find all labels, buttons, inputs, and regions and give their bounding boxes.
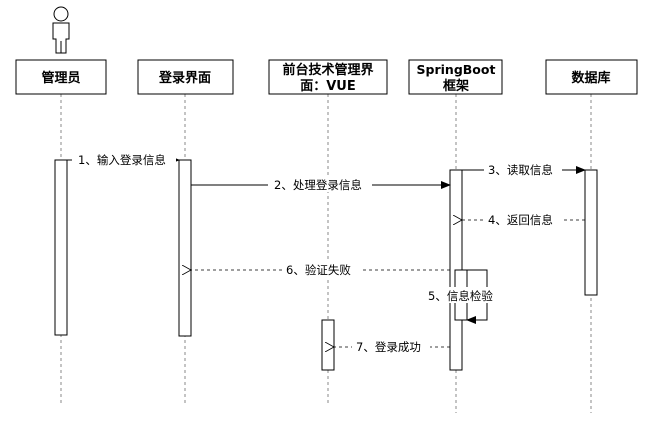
activation-frontend <box>321 319 335 371</box>
header-box-admin <box>15 59 107 95</box>
activation-database <box>584 169 598 296</box>
message-7-label: 7、登录成功 <box>356 340 421 354</box>
header-box-frontend <box>268 59 388 95</box>
header-label-frontend-line2: 面：VUE <box>300 79 356 94</box>
admin-actor-icon <box>52 6 70 54</box>
header-box-database <box>545 59 638 95</box>
message-2-label: 2、处理登录信息 <box>274 178 362 192</box>
message-3-label: 3、读取信息 <box>488 163 553 177</box>
message-6-label: 6、验证失败 <box>286 263 351 277</box>
header-label-frontend-line1: 前台技术管理界 <box>282 62 373 78</box>
header-box-springboot <box>408 59 503 95</box>
message-5-label: 5、信息检验 <box>428 289 493 303</box>
header-label-admin: 管理员 <box>41 70 80 86</box>
activation-login-ui <box>178 159 192 337</box>
message-1-label: 1、输入登录信息 <box>78 153 166 167</box>
header-label-springboot-line1: SpringBoot <box>417 62 496 77</box>
header-label-login-ui: 登录界面 <box>158 70 211 86</box>
message-4-label: 4、返回信息 <box>488 213 553 227</box>
activation-admin <box>54 159 68 336</box>
header-box-login-ui <box>137 59 234 95</box>
header-label-springboot-line2: 框架 <box>443 78 469 94</box>
header-label-database: 数据库 <box>571 70 610 86</box>
